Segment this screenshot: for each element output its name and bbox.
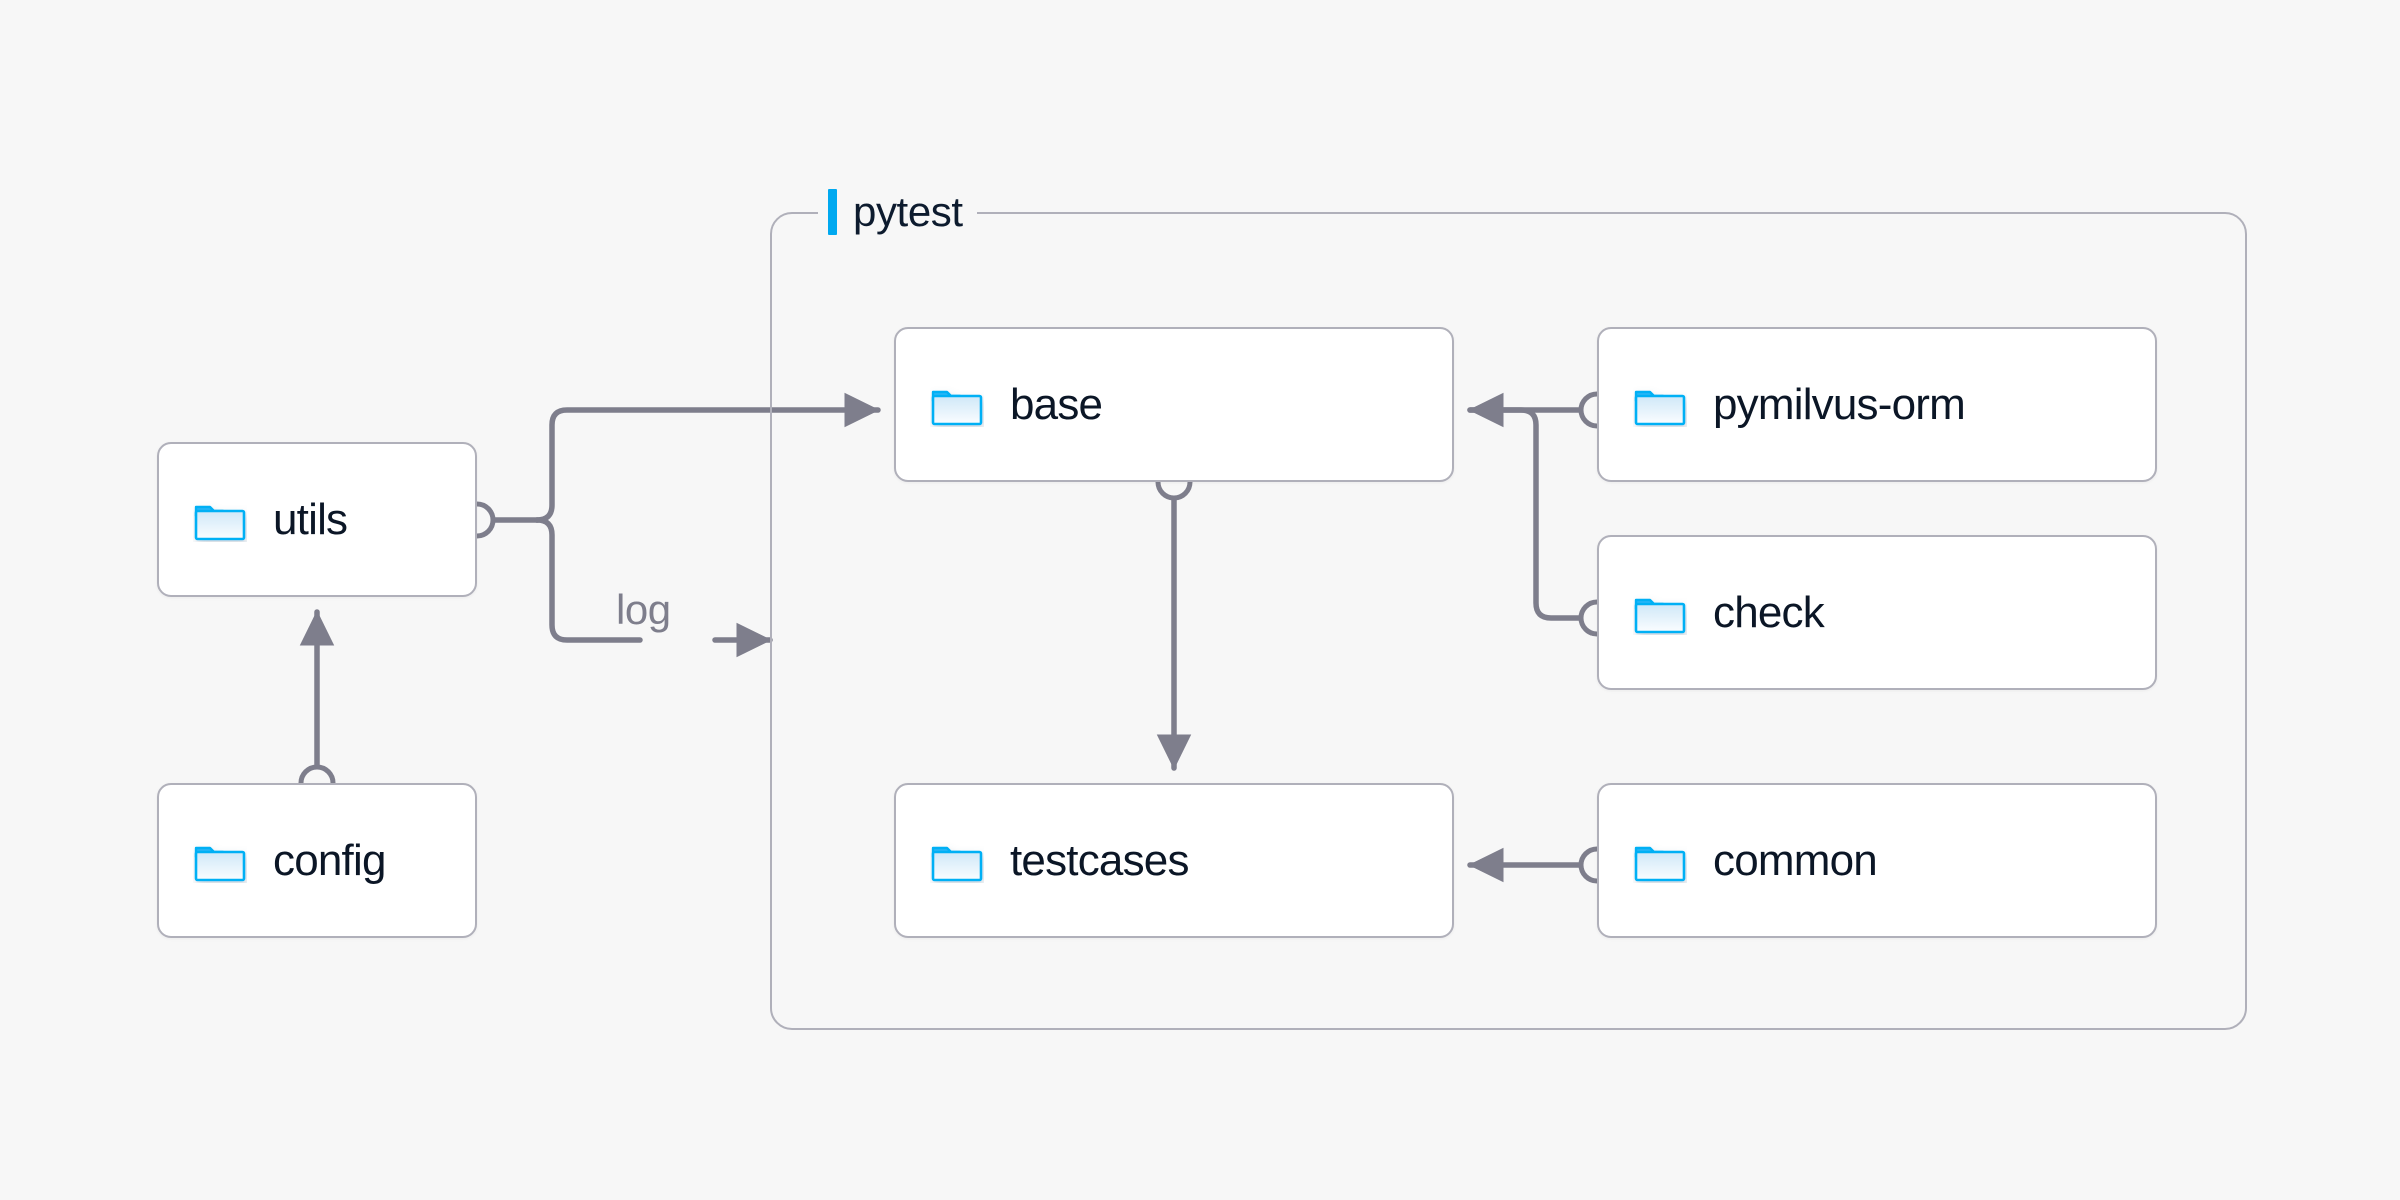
node-check[interactable]: check bbox=[1597, 535, 2157, 690]
node-label: common bbox=[1713, 835, 1878, 885]
node-label: base bbox=[1010, 379, 1103, 429]
node-common[interactable]: common bbox=[1597, 783, 2157, 938]
group-accent-bar bbox=[828, 189, 837, 235]
node-label: check bbox=[1713, 587, 1825, 637]
node-utils[interactable]: utils bbox=[157, 442, 477, 597]
node-label: utils bbox=[273, 494, 348, 544]
node-config[interactable]: config bbox=[157, 783, 477, 938]
folder-icon bbox=[194, 846, 246, 881]
group-title: pytest bbox=[853, 188, 963, 235]
folder-icon bbox=[1634, 390, 1686, 425]
node-testcases[interactable]: testcases bbox=[894, 783, 1454, 938]
group-pytest-label: pytest bbox=[818, 184, 977, 240]
group-pytest[interactable] bbox=[770, 212, 2247, 1030]
folder-icon bbox=[931, 846, 983, 881]
folder-icon bbox=[1634, 598, 1686, 633]
edge-label-log: log bbox=[608, 589, 679, 631]
folder-icon bbox=[194, 505, 246, 540]
node-base[interactable]: base bbox=[894, 327, 1454, 482]
node-label: config bbox=[273, 835, 386, 885]
folder-icon bbox=[1634, 846, 1686, 881]
node-pymilvus-orm[interactable]: pymilvus-orm bbox=[1597, 327, 2157, 482]
folder-icon bbox=[931, 390, 983, 425]
node-label: pymilvus-orm bbox=[1713, 379, 1966, 429]
node-label: testcases bbox=[1010, 835, 1189, 885]
